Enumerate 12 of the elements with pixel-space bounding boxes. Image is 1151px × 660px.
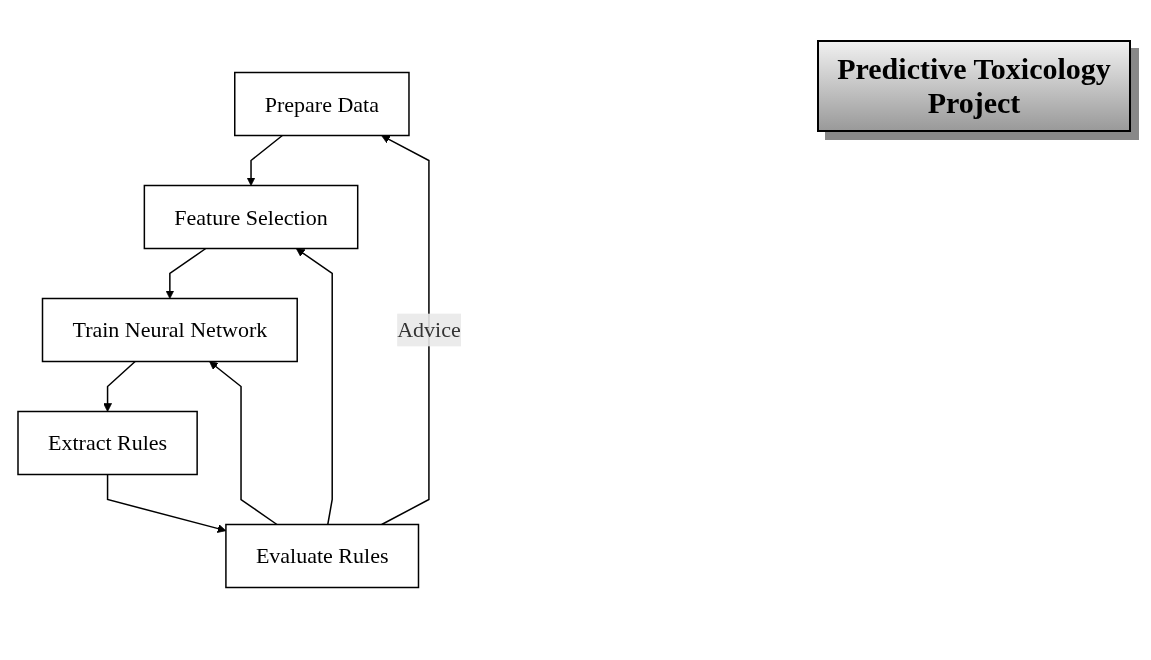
edge-label: Advice (397, 317, 461, 343)
arrow (209, 361, 278, 526)
node-box: Feature Selection (143, 184, 359, 250)
node-box: Evaluate Rules (225, 523, 420, 589)
arrow (165, 247, 207, 299)
arrow (246, 134, 284, 186)
arrow (295, 248, 333, 526)
arrow (380, 135, 430, 526)
node-box: Train Neural Network (41, 297, 298, 363)
node-box: Prepare Data (234, 71, 410, 137)
arrow (103, 360, 136, 412)
node-box: Extract Rules (17, 410, 198, 476)
